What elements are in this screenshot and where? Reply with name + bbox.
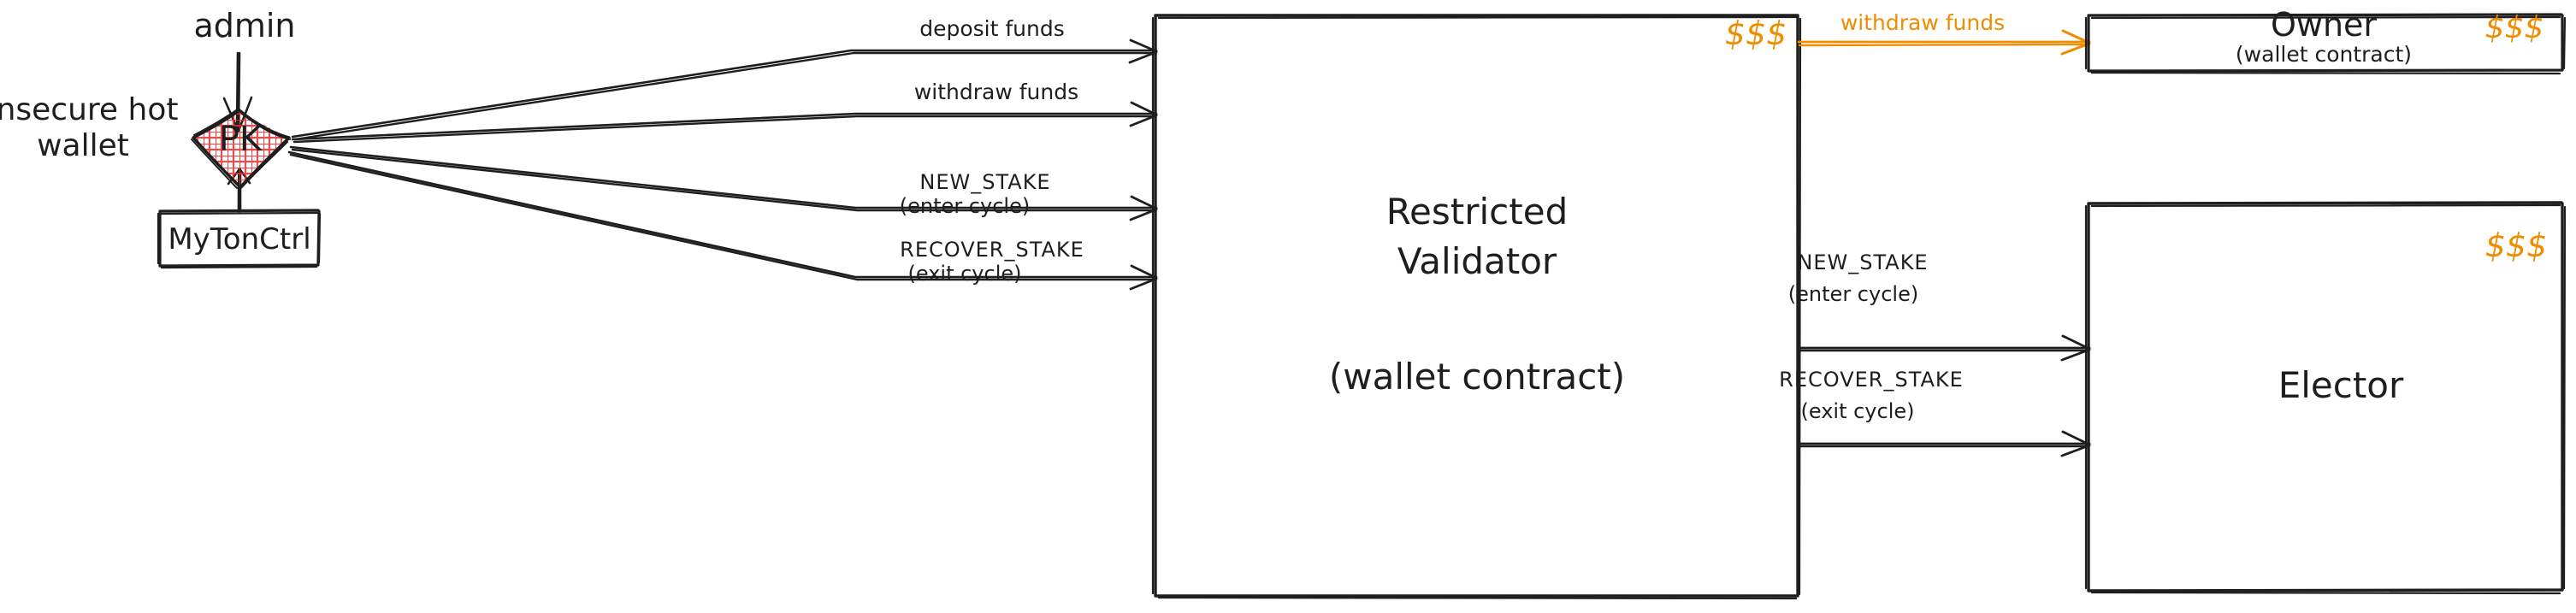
elector-money: $$$ <box>2485 227 2548 264</box>
pk-label: PK <box>219 120 263 159</box>
edge-deposit-funds <box>291 38 1158 141</box>
edge-sublabel-recover-stake-pk: (exit cycle) <box>907 262 1021 286</box>
edge-label-new-stake-pk: NEW_STAKE <box>919 170 1050 194</box>
elector-title: Elector <box>2278 364 2404 406</box>
edge-label-recover-stake-elector: RECOVER_STAKE <box>1779 368 1964 392</box>
restricted-validator-title-1: Restricted <box>1386 191 1568 233</box>
edge-sublabel-new-stake-pk-2: (enter cycle) <box>900 194 1030 218</box>
owner-money: $$$ <box>2485 10 2544 45</box>
admin-label: admin <box>193 7 295 44</box>
edge-label-deposit-funds: deposit funds <box>919 16 1065 41</box>
edge-label-withdraw-funds-owner: withdraw funds <box>1840 10 2005 35</box>
insecure-hot-wallet-label-line1: insecure hot <box>0 92 178 127</box>
edge-withdraw-funds-owner <box>1797 29 2091 56</box>
edge-withdraw-funds-pk <box>291 101 1158 144</box>
owner-subtitle: (wallet contract) <box>2236 42 2412 67</box>
pk-diamond <box>191 108 291 190</box>
restricted-validator-title-2: Validator <box>1397 240 1557 282</box>
edge-new-stake-elector <box>1797 334 2091 362</box>
insecure-hot-wallet-label-line2: wallet <box>37 128 129 163</box>
edge-label-recover-stake-pk: RECOVER_STAKE <box>900 238 1084 262</box>
restricted-validator-box <box>1151 14 1802 600</box>
owner-title: Owner <box>2271 6 2377 44</box>
edge-sublabel-recover-stake-elector: (exit cycle) <box>1800 399 1914 423</box>
restricted-validator-subtitle: (wallet contract) <box>1329 356 1625 398</box>
edge-sublabel-new-stake-elector: (enter cycle) <box>1788 282 1918 306</box>
edge-label-withdraw-funds-pk: withdraw funds <box>914 80 1078 104</box>
edge-recover-stake-elector <box>1797 430 2091 457</box>
mytonctrl-box <box>157 209 322 269</box>
restricted-validator-money: $$$ <box>1725 15 1787 52</box>
edge-label-new-stake-elector: NEW_STAKE <box>1797 251 1928 274</box>
mytonctrl-label: MyTonCtrl <box>168 222 310 256</box>
elector-box <box>2084 201 2567 595</box>
owner-box <box>2084 13 2567 75</box>
